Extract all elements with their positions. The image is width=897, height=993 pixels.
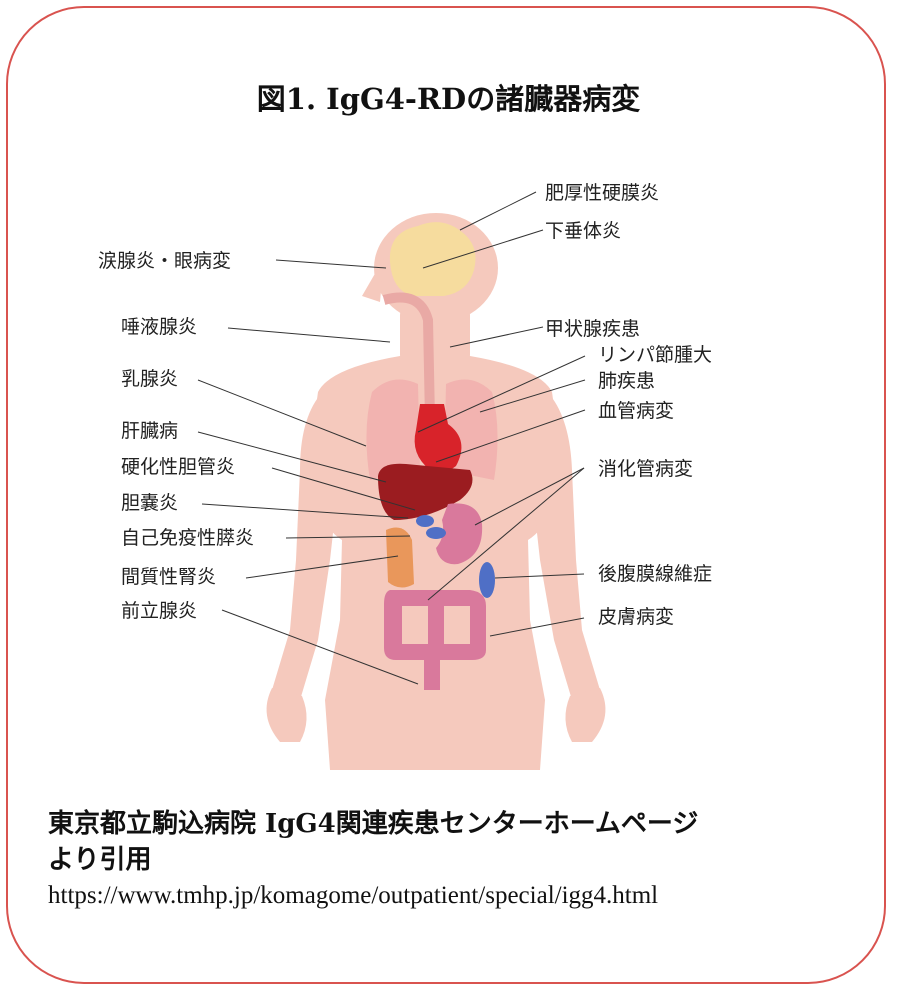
credit-line-1: 東京都立駒込病院 IgG4関連疾患センターホームページ	[48, 809, 699, 839]
label-hypertrophic-pachymeningitis: 肥厚性硬膜炎	[545, 182, 660, 204]
label-retroperitoneal-fibrosis: 後腹膜線維症	[598, 563, 713, 585]
intestine-inner-2	[444, 606, 470, 644]
label-gi-lesion: 消化管病変	[598, 458, 694, 480]
aorta	[428, 440, 438, 472]
figure-title: 図1. IgG4-RDの諸臓器病変	[256, 82, 641, 116]
source-url: https://www.tmhp.jp/komagome/outpatient/…	[48, 882, 659, 909]
heart	[414, 404, 462, 474]
source-credit: 東京都立駒込病院 IgG4関連疾患センターホームページ より引用	[48, 806, 698, 878]
label-dacryoadenitis: 涙腺炎・眼病変	[98, 250, 232, 272]
label-sialadenitis: 唾液腺炎	[121, 316, 198, 338]
label-liver-disease: 肝臓病	[121, 420, 179, 442]
brain	[389, 222, 476, 296]
label-autoimmune-pancreatitis: 自己免疫性膵炎	[121, 527, 255, 549]
airway	[382, 292, 435, 421]
label-interstitial-nephritis: 間質性腎炎	[121, 566, 217, 588]
label-cholecystitis: 胆嚢炎	[121, 492, 179, 514]
label-sclerosing-cholangitis: 硬化性胆管炎	[121, 456, 236, 478]
retroperitoneal-marker	[479, 562, 495, 598]
label-lung-disease: 肺疾患	[598, 370, 656, 392]
label-thyroid-disease: 甲状腺疾患	[545, 318, 641, 340]
label-vascular-lesion: 血管病変	[598, 400, 675, 422]
label-hypophysitis: 下垂体炎	[545, 220, 622, 242]
pancreas-marker	[426, 527, 446, 539]
label-skin-lesion: 皮膚病変	[598, 606, 675, 628]
label-lymphadenopathy: リンパ節腫大	[598, 344, 713, 366]
stomach	[436, 503, 483, 565]
leader-lines	[197, 191, 586, 685]
label-mastitis: 乳腺炎	[121, 368, 179, 390]
intestine-inner	[402, 606, 428, 644]
kidney	[386, 527, 414, 588]
credit-line-2: より引用	[48, 845, 152, 875]
label-prostatitis: 前立腺炎	[121, 600, 198, 622]
gallbladder-marker	[416, 515, 434, 527]
